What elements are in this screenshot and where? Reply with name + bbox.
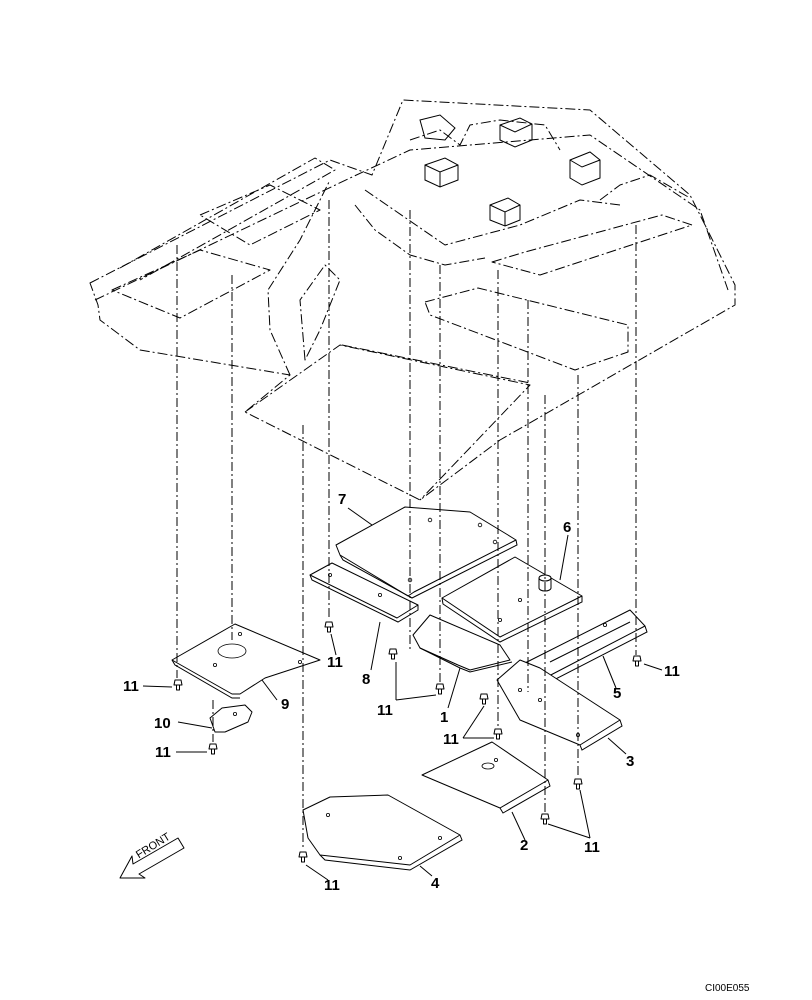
bolt-b bbox=[388, 648, 398, 660]
bolt-j bbox=[540, 813, 550, 825]
front-arrow bbox=[119, 837, 185, 879]
bolt-c bbox=[435, 683, 445, 695]
callout-1: 1 bbox=[440, 709, 449, 726]
callout-11-f: 11 bbox=[664, 663, 680, 680]
bolt-a bbox=[324, 621, 334, 633]
plate-3 bbox=[496, 659, 623, 751]
callout-11-e: 11 bbox=[443, 731, 459, 748]
callout-6: 6 bbox=[563, 519, 572, 536]
callout-11-c: 11 bbox=[327, 654, 343, 671]
callout-11-g: 11 bbox=[584, 839, 600, 856]
callout-11-a: 11 bbox=[123, 678, 139, 695]
plate-10 bbox=[209, 704, 253, 733]
bolt-k bbox=[298, 851, 308, 863]
alignment-lines bbox=[176, 200, 637, 850]
plate-9 bbox=[171, 623, 321, 699]
bolt-h bbox=[208, 743, 218, 755]
bolt-e bbox=[493, 728, 503, 740]
frame-mount-blocks bbox=[419, 114, 601, 227]
callout-3: 3 bbox=[626, 753, 635, 770]
callout-10: 10 bbox=[154, 715, 171, 732]
bolt-d bbox=[479, 693, 489, 705]
callout-9: 9 bbox=[281, 696, 290, 713]
plate-2 bbox=[421, 741, 551, 814]
leader-lines bbox=[142, 507, 663, 881]
plate-8 bbox=[309, 562, 419, 623]
upper-frame bbox=[89, 99, 736, 501]
bolts bbox=[173, 621, 642, 863]
callout-5: 5 bbox=[613, 685, 622, 702]
callout-8: 8 bbox=[362, 671, 371, 688]
callout-11-b: 11 bbox=[155, 744, 171, 761]
callout-7: 7 bbox=[338, 491, 347, 508]
bolt-f bbox=[632, 655, 642, 667]
callout-11-d: 11 bbox=[377, 702, 393, 719]
bolt-i bbox=[573, 778, 583, 790]
plate-4 bbox=[302, 794, 463, 871]
callout-4: 4 bbox=[431, 875, 440, 892]
callout-11-h: 11 bbox=[324, 877, 340, 894]
drawing-code: CI00E055 bbox=[705, 983, 750, 994]
bolt-g bbox=[173, 679, 183, 691]
callout-2: 2 bbox=[520, 837, 529, 854]
plate-6 bbox=[441, 556, 583, 643]
